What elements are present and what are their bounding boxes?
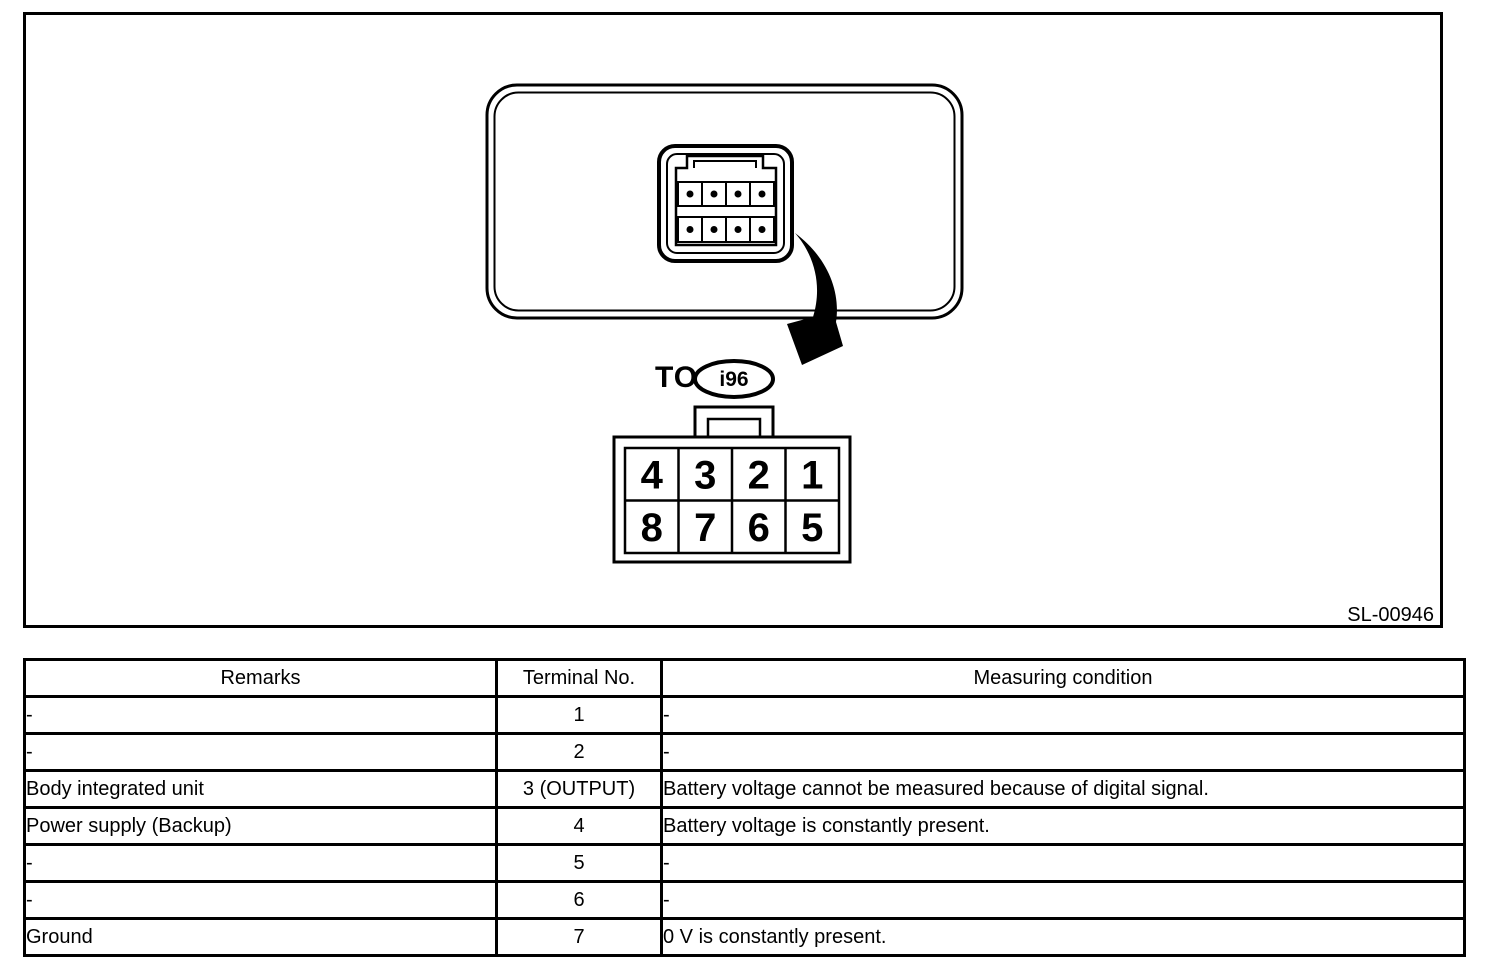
pin-number: 2 [748, 454, 770, 498]
cell-remarks: Ground [23, 917, 498, 957]
unit-outline-outer [485, 83, 964, 320]
table-row: Power supply (Backup) 4 Battery voltage … [23, 806, 1466, 846]
to-label: TO [655, 361, 698, 394]
table-row: - 5 - [23, 843, 1466, 883]
connector-figure: TO i96 4 3 2 1 8 7 6 5 [23, 12, 1443, 628]
connector-id-text: i96 [719, 368, 748, 391]
figure-border [23, 12, 1443, 628]
cell-terminal: 7 [495, 917, 663, 957]
pin-number: 1 [801, 454, 823, 498]
cell-terminal: 5 [495, 843, 663, 883]
table-row: - 1 - [23, 695, 1466, 735]
cell-terminal: 3 (OUTPUT) [495, 769, 663, 809]
cell-remarks: - [23, 843, 498, 883]
table-row: - 6 - [23, 880, 1466, 920]
cell-terminal: 1 [495, 695, 663, 735]
terminal-table: Remarks Terminal No. Measuring condition… [23, 658, 1466, 957]
socket-cavities [677, 181, 775, 243]
cell-remarks: - [23, 880, 498, 920]
figure-code: SL-00946 [1347, 604, 1434, 626]
cell-condition: Battery voltage cannot be measured becau… [660, 769, 1466, 809]
socket-housing [674, 154, 778, 247]
cell-remarks: - [23, 732, 498, 772]
pin-number: 4 [641, 454, 664, 498]
col-header-terminal: Terminal No. [495, 658, 663, 698]
pin-number: 3 [694, 454, 716, 498]
cell-condition: - [660, 843, 1466, 883]
table-row: Body integrated unit 3 (OUTPUT) Battery … [23, 769, 1466, 809]
unit-outline-inner [493, 91, 956, 312]
table-row: Ground 7 0 V is constantly present. [23, 917, 1466, 957]
cell-condition: - [660, 880, 1466, 920]
connector-diagram: TO i96 4 3 2 1 8 7 6 5 [23, 12, 1443, 628]
cell-condition: - [660, 732, 1466, 772]
socket-outline-outer [657, 144, 794, 263]
cell-remarks: Body integrated unit [23, 769, 498, 809]
curved-arrow-icon [787, 233, 843, 365]
col-header-condition: Measuring condition [660, 658, 1466, 698]
pin-number: 6 [748, 506, 770, 550]
pin-number: 7 [694, 506, 716, 550]
table-row: - 2 - [23, 732, 1466, 772]
cell-terminal: 6 [495, 880, 663, 920]
connector-id-badge [693, 359, 775, 399]
pin-number: 8 [641, 506, 663, 550]
socket-outline-inner [666, 153, 785, 254]
pinout-key-tab-inner [706, 417, 762, 439]
table-header-row: Remarks Terminal No. Measuring condition [23, 658, 1466, 698]
cell-terminal: 2 [495, 732, 663, 772]
cell-terminal: 4 [495, 806, 663, 846]
cell-condition: - [660, 695, 1466, 735]
connector-pinout: 4 3 2 1 8 7 6 5 [612, 405, 852, 564]
cell-condition: Battery voltage is constantly present. [660, 806, 1466, 846]
col-header-remarks: Remarks [23, 658, 498, 698]
cell-condition: 0 V is constantly present. [660, 917, 1466, 957]
cell-remarks: - [23, 695, 498, 735]
cell-remarks: Power supply (Backup) [23, 806, 498, 846]
pinout-body [612, 435, 852, 564]
pin-number: 5 [801, 506, 823, 550]
pinout-key-tab-outer [693, 405, 775, 439]
socket-housing-tab-line [693, 160, 757, 168]
